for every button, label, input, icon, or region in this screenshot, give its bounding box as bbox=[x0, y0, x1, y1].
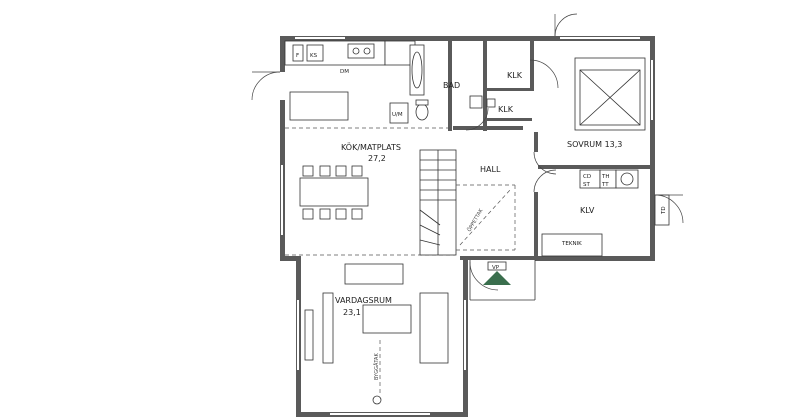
bathroom: U/M BAD bbox=[384, 40, 483, 124]
kitchen-area: F KS DM KÖK/MATPLATS 27,2 bbox=[284, 40, 455, 256]
closet1-name: KLK bbox=[507, 71, 523, 80]
st-label: ST bbox=[583, 182, 590, 188]
bedroom-name: SOVRUM 13,3 bbox=[567, 140, 622, 149]
doors bbox=[251, 13, 684, 291]
kitchen-name: KÖK/MATPLATS bbox=[341, 142, 401, 152]
vp-label: VP bbox=[492, 265, 500, 271]
living-ceiling-label: BYGGÅTAK bbox=[373, 353, 380, 380]
living-room: VARDAGSRUM 23,1 BYGGÅTAK bbox=[304, 263, 449, 405]
interior-walls bbox=[448, 41, 650, 260]
hall-name: HALL bbox=[480, 165, 501, 174]
tech-name: TEKNIK bbox=[561, 241, 582, 247]
th-label: TH bbox=[601, 174, 610, 180]
laundry: CD ST TH TT KLV TEKNIK TD bbox=[541, 169, 670, 257]
cd-label: CD bbox=[583, 174, 591, 180]
tt-label: TT bbox=[601, 182, 609, 188]
stair-opening-label: ÖPPETTAK bbox=[466, 207, 485, 233]
freezer-label: KS bbox=[310, 53, 318, 59]
bedroom: SOVRUM 13,3 bbox=[567, 57, 646, 149]
kitchen-area-value: 27,2 bbox=[368, 154, 386, 163]
closets: KLK KLK bbox=[486, 71, 523, 114]
washer-dryer-label: U/M bbox=[392, 112, 403, 118]
windows bbox=[281, 37, 653, 415]
living-name: VARDAGSRUM bbox=[335, 296, 392, 305]
entrance: VP bbox=[469, 260, 536, 301]
closet2-name: KLK bbox=[498, 105, 514, 114]
staircase: ÖPPETTAK bbox=[419, 149, 516, 256]
fridge-label: F bbox=[296, 53, 299, 59]
laundry-name: KLV bbox=[580, 206, 595, 215]
bath-name: BAD bbox=[443, 81, 460, 90]
dishwasher-label: DM bbox=[340, 69, 349, 75]
living-area-value: 23,1 bbox=[343, 308, 361, 317]
td-label: TD bbox=[661, 206, 667, 215]
